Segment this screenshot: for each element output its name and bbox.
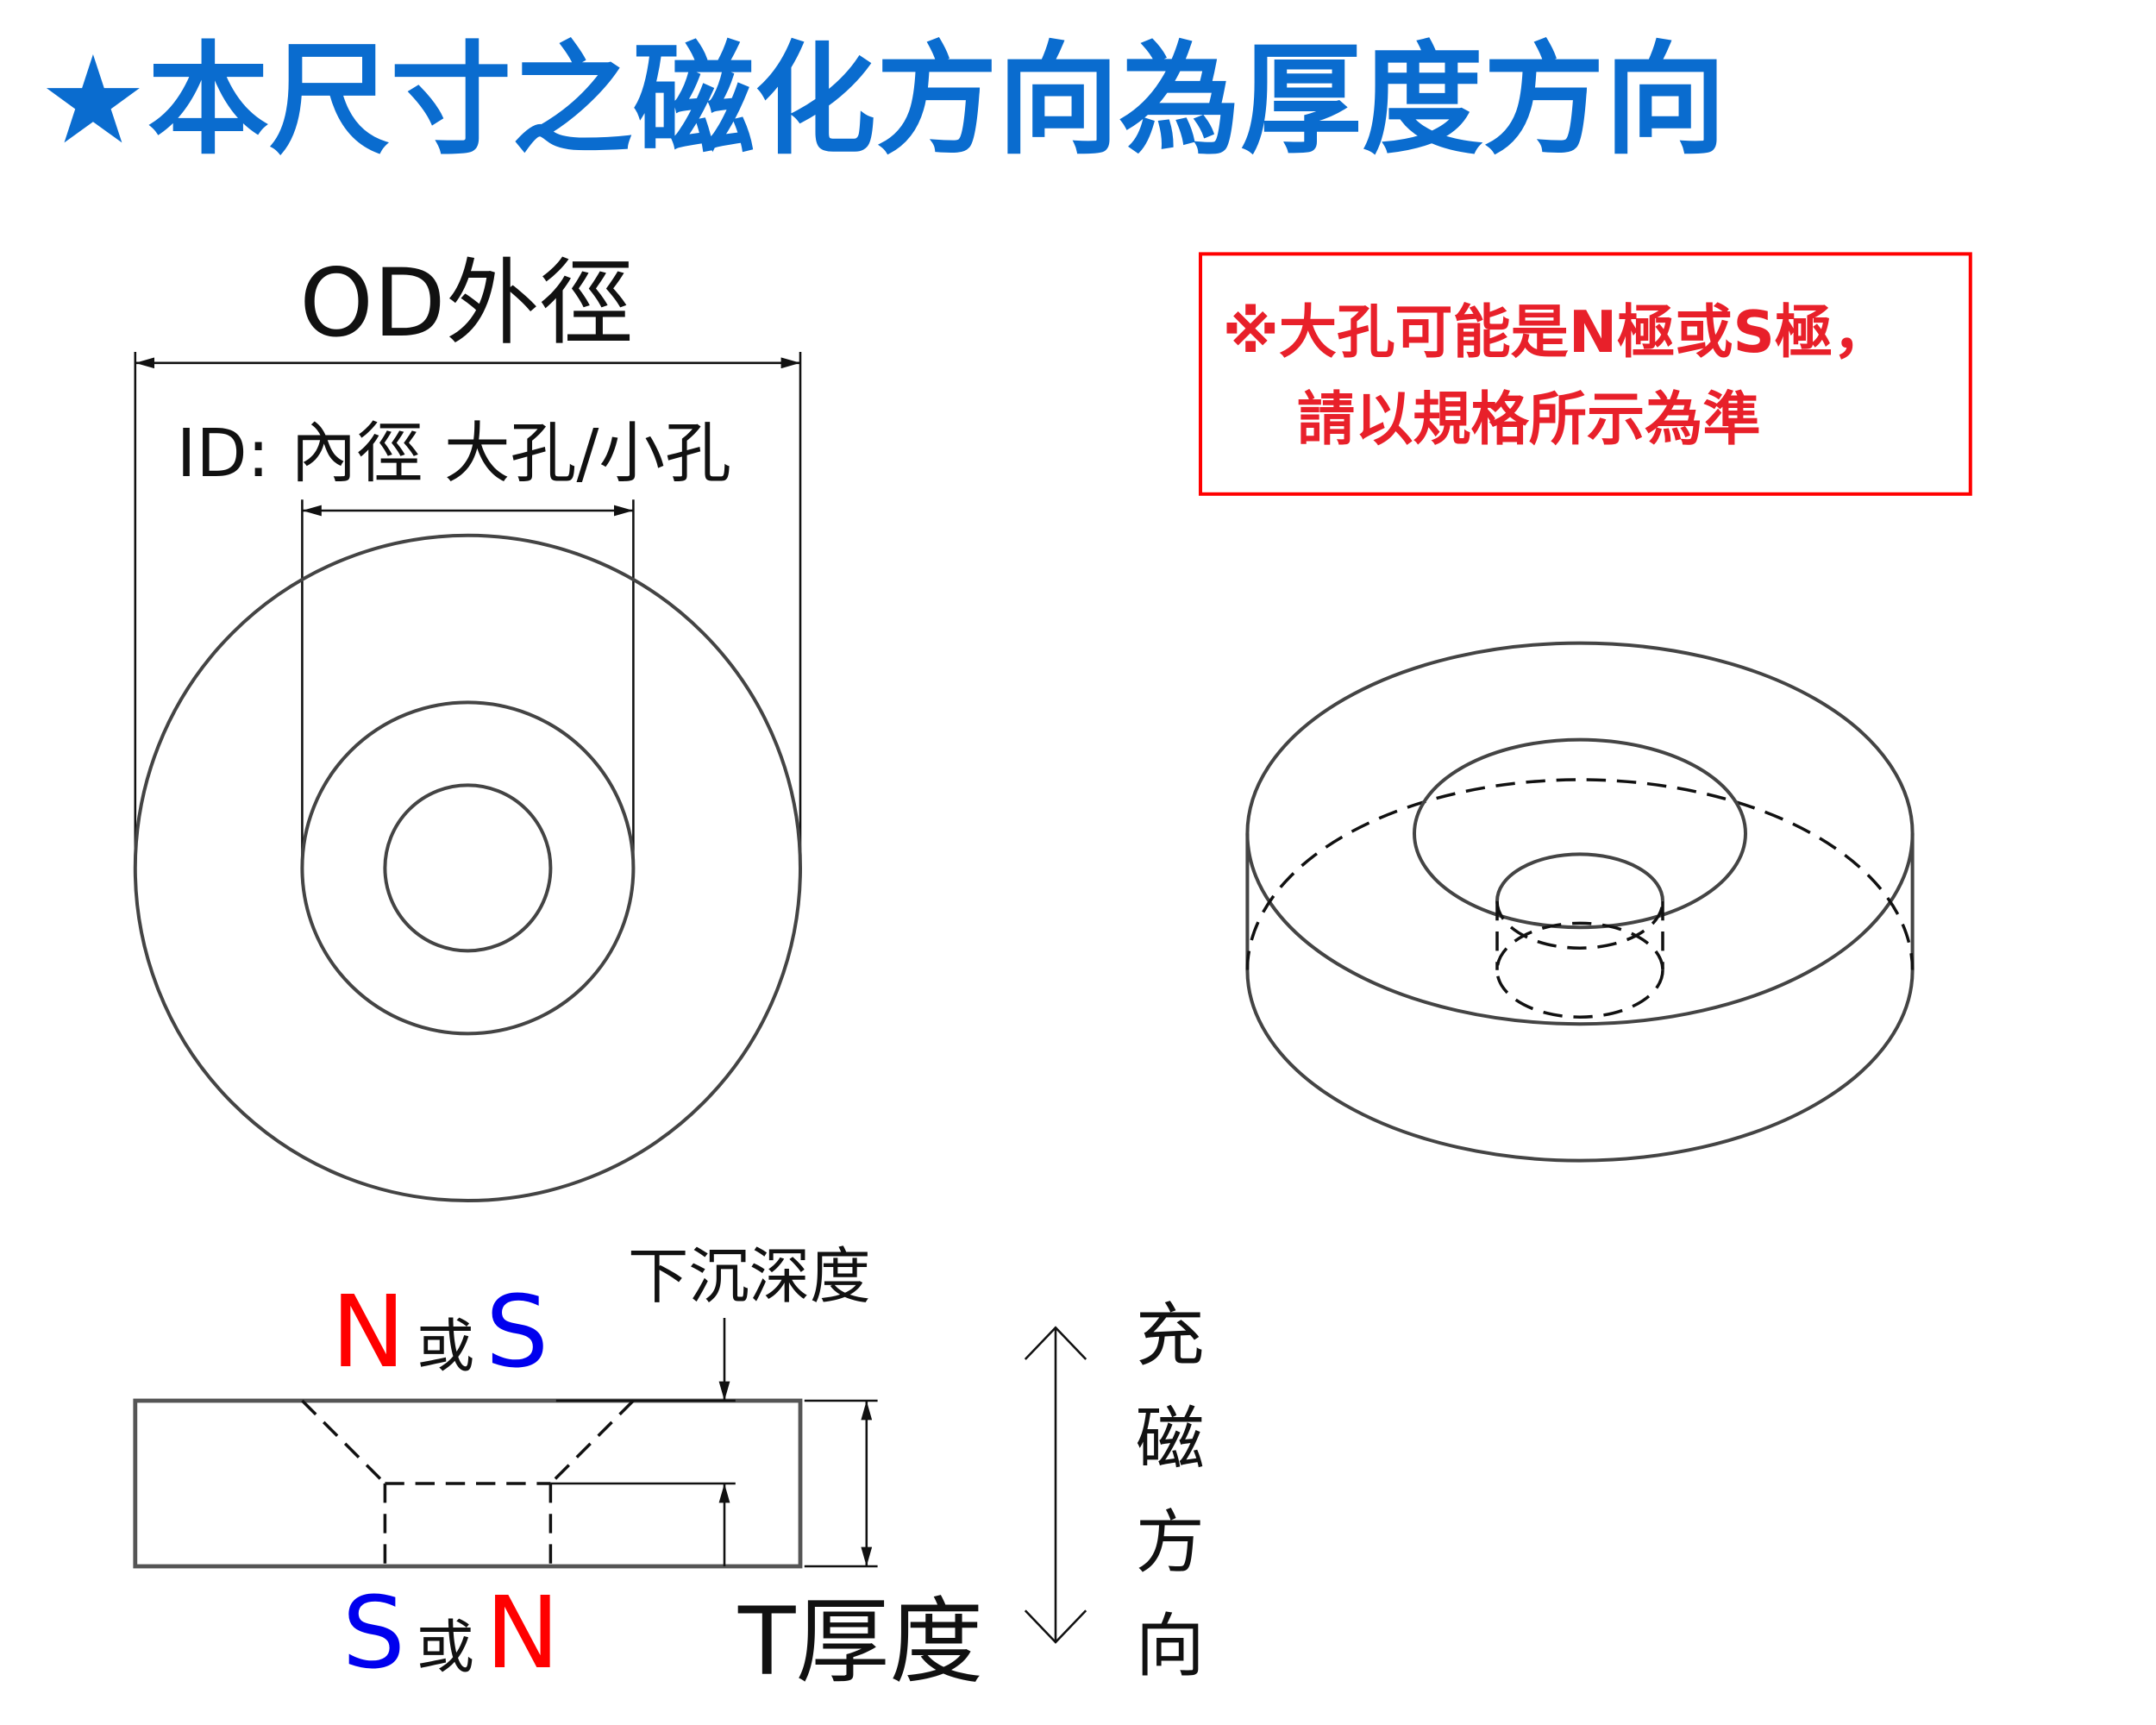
isometric-view [1245, 641, 1915, 1163]
magnetization-char-3: 方 [1136, 1502, 1205, 1583]
magnetization-arrow-icon [1024, 1326, 1087, 1644]
magnetization-char-1: 充 [1136, 1295, 1205, 1376]
section-body [133, 1398, 803, 1569]
bottom-edge [1245, 969, 1915, 1163]
large-hole-circle [300, 700, 636, 1036]
depth-label: 下沉深度 [628, 1241, 871, 1312]
small-hole-bottom [1495, 921, 1664, 1019]
small-hole-circle [383, 783, 553, 953]
star-icon: ★ [39, 30, 147, 172]
magnetization-char-4: 向 [1136, 1606, 1205, 1686]
magnetization-char-2: 磁 [1136, 1399, 1205, 1479]
small-hole-top-front [1495, 900, 1664, 950]
note-line-1: ※大孔可能是N極或S極， [1223, 298, 1891, 366]
top-face [1245, 641, 1915, 1026]
countersink-left [301, 1399, 386, 1485]
od-label: OD外徑 [299, 248, 633, 358]
top-view: OD外徑 ID: 內徑 大孔/小孔 [133, 248, 802, 1202]
countersink-edge [1413, 737, 1747, 930]
outer-circle [133, 533, 802, 1202]
countersink-right [549, 1399, 635, 1485]
hidden-bottom-edge [1245, 778, 1915, 970]
note-line-2: 請以規格所示為準 [1297, 386, 1761, 453]
id-label: ID: 內徑 大孔/小孔 [177, 416, 731, 492]
thickness-label: T厚度 [737, 1587, 983, 1697]
note-box: ※大孔可能是N極或S極， 請以規格所示為準 [1199, 252, 1972, 496]
small-hole-top-back [1495, 852, 1664, 901]
page-title: ★本尺寸之磁化方向為厚度方向 [39, 30, 1727, 172]
